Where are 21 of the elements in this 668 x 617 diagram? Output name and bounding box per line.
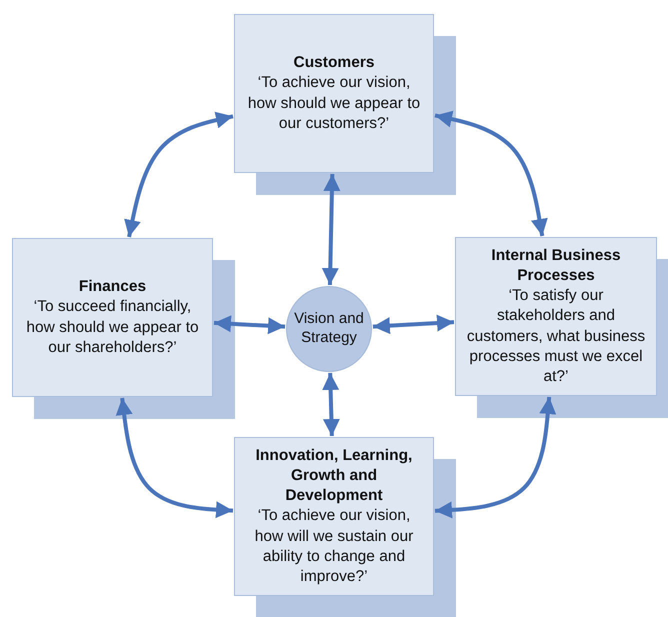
perspective-box [12,238,213,397]
box-heading: Innovation, Learning, Growth and Development [254,446,414,506]
box-heading: Internal Business Processes [490,246,622,286]
question-text: ‘To achieve our vision, how will we sustain our ability to change and improve?’ [254,506,414,587]
double-headed-arrow [124,112,234,238]
box-heading: Customers [294,53,374,74]
question-text: ‘To succeed financially, how should we appear to our shareholders?’ [25,297,200,358]
question-text: ‘To satisfy our stakeholders and customers, what business processes must we excel at?’ [466,286,646,387]
perspective-box [234,437,434,596]
double-headed-arrow [214,315,286,334]
question-text: ‘To achieve our vision, how should we appear to our customers?’ [246,73,422,134]
circle-label: Vision and Strategy [293,310,365,348]
double-headed-arrow [434,396,556,518]
perspective-box [234,14,434,173]
double-headed-arrow [322,174,340,286]
double-headed-arrow [116,398,234,518]
double-headed-arrow [372,314,454,334]
perspective-box [455,237,657,396]
double-headed-arrow [322,372,340,436]
double-headed-arrow [434,110,548,236]
box-heading: Finances [78,277,146,298]
